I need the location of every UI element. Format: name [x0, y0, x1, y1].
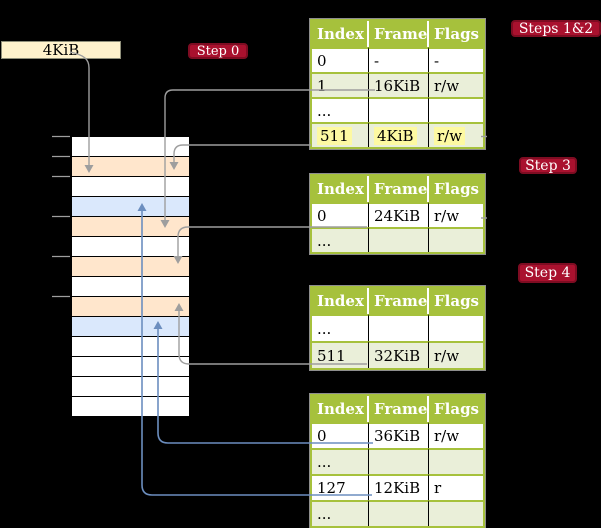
column-header-frame: Frame [369, 176, 429, 202]
memory-ticks [52, 135, 70, 298]
memory-row-white [71, 276, 190, 297]
memory-row-orange [71, 156, 190, 177]
table-cell [429, 448, 483, 474]
table-cell: 511 [312, 341, 369, 368]
memory-row-blue [71, 316, 190, 337]
table-cell: 36KiB [369, 422, 429, 448]
table-cell [369, 97, 429, 122]
table-cell: 16KiB [369, 72, 429, 97]
column-header-index: Index [312, 396, 369, 422]
table-row: ... [312, 227, 483, 252]
table-row: ... [312, 314, 483, 341]
table-cell [369, 314, 429, 341]
table-cell: ... [312, 500, 369, 526]
column-header-index: Index [312, 176, 369, 202]
memory-row-white [71, 136, 190, 157]
table-row: ... [312, 97, 483, 122]
table-cell [429, 97, 483, 122]
memory-row-white [71, 356, 190, 377]
table-row: ... [312, 500, 483, 526]
column-header-index: Index [312, 21, 369, 47]
table-cell: r/w [429, 341, 483, 368]
badge-step-4: Step 4 [518, 263, 577, 283]
table-cell: 1 [312, 72, 369, 97]
table-cell: 0 [312, 202, 369, 227]
highlighted-value: 4KiB [374, 126, 417, 145]
table-cell: 4KiB [369, 122, 429, 147]
table-cell: r/w [429, 202, 483, 227]
memory-row-orange [71, 296, 190, 317]
table-cell [369, 448, 429, 474]
table-cell: ... [312, 448, 369, 474]
table-cell: r/w [429, 422, 483, 448]
table-cell: 0 [312, 422, 369, 448]
badge-step-3: Step 3 [519, 157, 577, 174]
table-cell: r/w [429, 122, 483, 147]
edge-4kib-label-to-frame [69, 51, 94, 173]
table-cell: r [429, 474, 483, 500]
highlighted-value: r/w [434, 126, 466, 145]
edge-pt1-index511-to-frame-4kib [169, 144, 311, 170]
table-cell [429, 227, 483, 252]
column-header-frame: Frame [369, 396, 429, 422]
table-cell [369, 500, 429, 526]
table-row: ... [312, 448, 483, 474]
column-header-flags: Flags [429, 176, 483, 202]
table-cell [369, 227, 429, 252]
table-cell: 24KiB [369, 202, 429, 227]
badge-step-0: Step 0 [188, 43, 248, 59]
memory-row-blue [71, 196, 190, 217]
column-header-flags: Flags [429, 288, 483, 314]
table-cell: 127 [312, 474, 369, 500]
column-header-flags: Flags [429, 21, 483, 47]
table-cell: 32KiB [369, 341, 429, 368]
page-size-label-box: 4KiB [1, 41, 121, 59]
highlighted-value: 511 [317, 126, 352, 145]
memory-row-orange [71, 216, 190, 237]
column-header-flags: Flags [429, 396, 483, 422]
table-cell: r/w [429, 72, 483, 97]
column-header-index: Index [312, 288, 369, 314]
table-row: 511 4KiB r/w [312, 122, 483, 147]
table-cell: - [429, 47, 483, 72]
table-cell: 0 [312, 47, 369, 72]
memory-row-white [71, 176, 190, 197]
table-cell [429, 500, 483, 526]
memory-row-white [71, 236, 190, 257]
table-cell: ... [312, 314, 369, 341]
table-cell: 511 [312, 122, 369, 147]
memory-column [71, 136, 190, 417]
table-cell: ... [312, 97, 369, 122]
column-header-frame: Frame [369, 288, 429, 314]
table-cell [429, 314, 483, 341]
column-header-frame: Frame [369, 21, 429, 47]
memory-row-white [71, 376, 190, 397]
table-cell: ... [312, 227, 369, 252]
table-cell: - [369, 47, 429, 72]
badge-steps-1-2: Steps 1&2 [511, 20, 601, 37]
table-row: 0-- [312, 47, 483, 72]
memory-row-white [71, 336, 190, 357]
memory-row-orange [71, 256, 190, 277]
table-cell: 12KiB [369, 474, 429, 500]
page-size-label: 4KiB [42, 41, 80, 59]
memory-row-white [71, 396, 190, 417]
